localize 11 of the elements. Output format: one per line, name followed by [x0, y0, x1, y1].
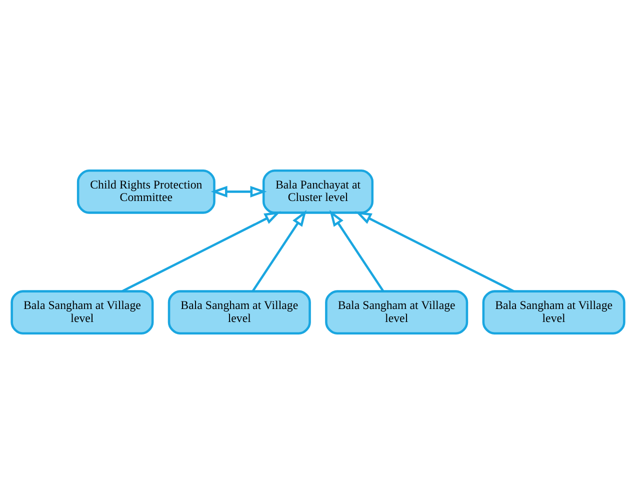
node-box: Bala Sangham at Village level	[325, 290, 468, 334]
node-box: Bala Sangham at Village level	[482, 290, 626, 334]
node-box: Bala Sangham at Village level	[168, 290, 311, 334]
arrow	[122, 210, 281, 292]
node-box: Bala Panchayat at Cluster level	[262, 169, 374, 214]
arrow	[330, 209, 384, 292]
node-box: Child Rights Protection Committee	[76, 169, 216, 214]
node-box: Bala Sangham at Village level	[10, 290, 154, 334]
arrow	[252, 209, 306, 292]
arrow	[210, 185, 267, 197]
arrow	[355, 210, 514, 292]
